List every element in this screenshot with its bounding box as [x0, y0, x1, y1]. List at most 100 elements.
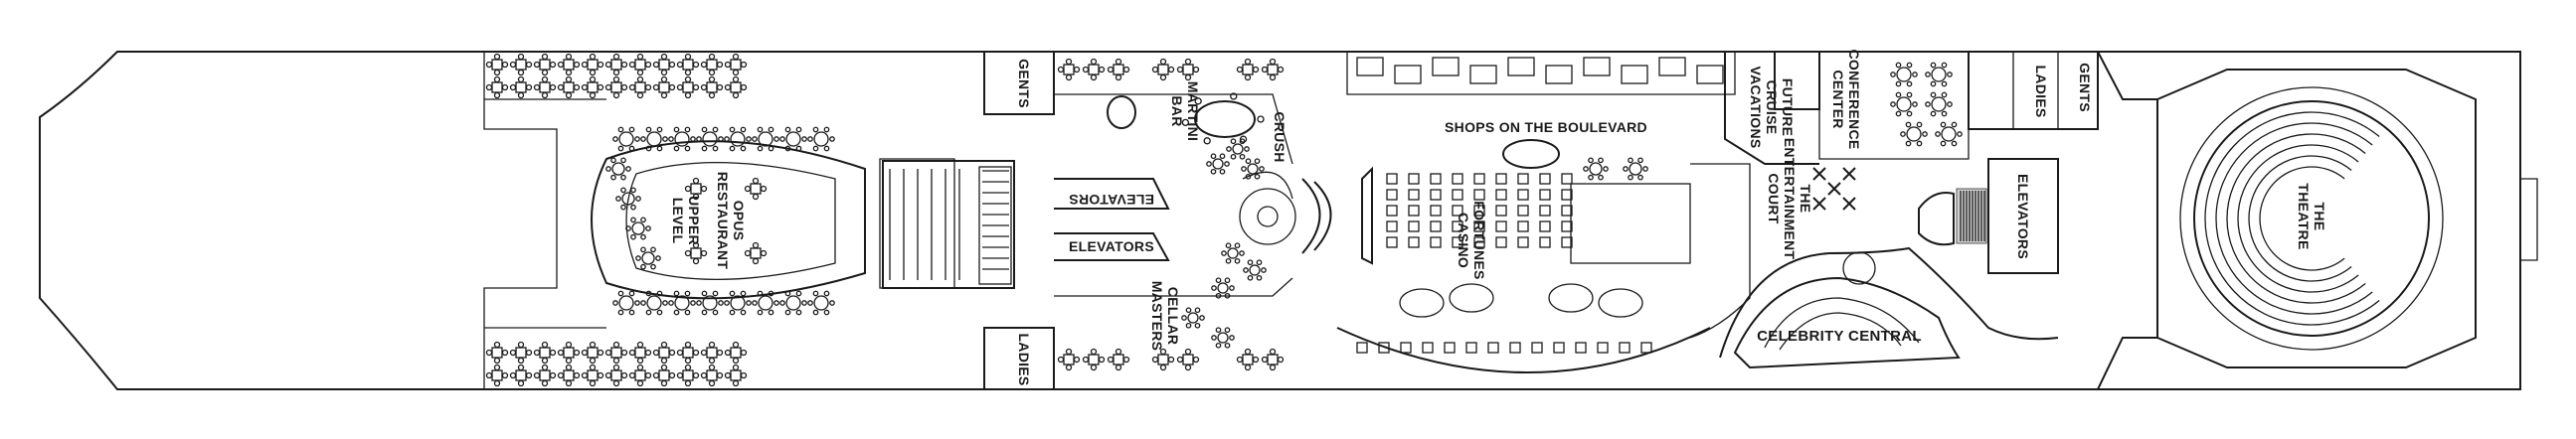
chair-icon — [1115, 348, 1122, 356]
chair-icon — [517, 357, 525, 365]
chair-icon — [493, 379, 501, 387]
chair-icon — [1941, 80, 1948, 87]
chair-icon — [684, 379, 692, 387]
chair-icon — [1269, 58, 1277, 66]
chair-icon — [1090, 73, 1098, 81]
chair-icon — [712, 126, 719, 133]
chair-icon — [565, 69, 573, 76]
chair-icon — [645, 290, 652, 297]
chair-icon — [636, 364, 644, 371]
chair-icon — [589, 91, 597, 99]
chair-icon — [1224, 161, 1230, 167]
chair-icon — [752, 193, 760, 201]
chair-icon — [1947, 72, 1953, 77]
chair-icon — [1583, 166, 1589, 172]
chair-icon — [655, 255, 661, 261]
chair-icon — [1194, 322, 1201, 329]
slot-machine-icon — [1473, 205, 1485, 217]
chair-icon — [628, 145, 635, 152]
chair-icon — [684, 249, 692, 257]
chair-icon — [784, 290, 791, 297]
celebrity-central-area — [1719, 167, 2059, 369]
label-celebrity-central: CELEBRITY CENTRAL — [1757, 328, 1922, 345]
chair-icon — [630, 217, 636, 223]
label-elevators-bottom: ELEVATORS — [1069, 238, 1154, 254]
slot-machine-icon — [1386, 189, 1398, 201]
chair-icon — [1221, 250, 1227, 256]
chair-icon — [676, 61, 684, 69]
table-icon — [1113, 64, 1124, 75]
gaming-table-icon — [1548, 283, 1594, 313]
chair-icon — [541, 91, 549, 99]
chair-icon — [740, 349, 748, 357]
chair-icon — [1057, 356, 1065, 364]
chair-icon — [533, 61, 541, 69]
chair-icon — [1922, 131, 1928, 137]
round-table-icon — [758, 295, 773, 311]
chair-icon — [801, 136, 807, 142]
chair-icon — [740, 371, 748, 379]
table-icon — [730, 369, 742, 381]
chair-icon — [509, 61, 517, 69]
chair-icon — [660, 341, 668, 349]
table-icon — [1088, 354, 1100, 366]
slot-machine-icon — [1356, 342, 1368, 354]
chair-icon — [1244, 146, 1250, 152]
round-table-icon — [1249, 264, 1261, 276]
chair-icon — [740, 126, 747, 133]
theatre-seat-row — [2204, 111, 2380, 326]
chair-icon — [1269, 364, 1277, 371]
chair-icon — [1185, 322, 1192, 329]
chair-icon — [1065, 73, 1073, 81]
table-icon — [658, 59, 670, 71]
slot-machine-icon — [1561, 205, 1573, 217]
decor-cross — [1842, 167, 1856, 181]
chair-icon — [493, 53, 501, 61]
chair-icon — [732, 75, 740, 83]
chair-icon — [718, 300, 724, 306]
bar-stool-icon — [1239, 135, 1248, 143]
chair-icon — [760, 249, 768, 257]
chair-icon — [636, 69, 644, 76]
chair-icon — [604, 371, 612, 379]
slot-machine-icon — [1473, 220, 1485, 232]
chair-icon — [668, 371, 676, 379]
chair-icon — [634, 136, 640, 142]
chair-icon — [610, 157, 616, 164]
table-icon — [1242, 354, 1254, 366]
chair-icon — [1244, 58, 1252, 66]
chair-icon — [1219, 153, 1226, 160]
slot-machine-icon — [1386, 220, 1398, 232]
chair-icon — [612, 69, 620, 76]
chair-icon — [1628, 157, 1633, 164]
chair-icon — [1628, 174, 1633, 181]
chair-icon — [644, 349, 652, 357]
chair-icon — [509, 349, 517, 357]
chair-icon — [696, 136, 702, 142]
round-table-icon — [641, 251, 655, 265]
chair-icon — [829, 300, 835, 306]
round-table-icon — [785, 295, 801, 311]
chair-icon — [1895, 62, 1902, 69]
chair-icon — [700, 83, 708, 91]
chair-icon — [1588, 174, 1594, 181]
chair-icon — [630, 233, 636, 240]
chair-icon — [708, 69, 716, 76]
chair-icon — [1905, 121, 1912, 128]
slot-machine-icon — [1561, 189, 1573, 201]
chair-icon — [1900, 131, 1906, 137]
chair-icon — [612, 364, 620, 371]
stern-steps — [2520, 178, 2538, 261]
shop-display — [1545, 65, 1573, 84]
chair-icon — [1192, 66, 1200, 73]
chair-icon — [1637, 174, 1643, 181]
table-icon — [1113, 354, 1124, 366]
table-icon — [587, 369, 599, 381]
chair-icon — [652, 61, 660, 69]
chair-icon — [1957, 131, 1963, 137]
chair-icon — [660, 91, 668, 99]
chair-icon — [692, 349, 700, 357]
decor-cross — [1827, 182, 1841, 196]
chair-icon — [1151, 66, 1159, 73]
chair-icon — [724, 83, 732, 91]
